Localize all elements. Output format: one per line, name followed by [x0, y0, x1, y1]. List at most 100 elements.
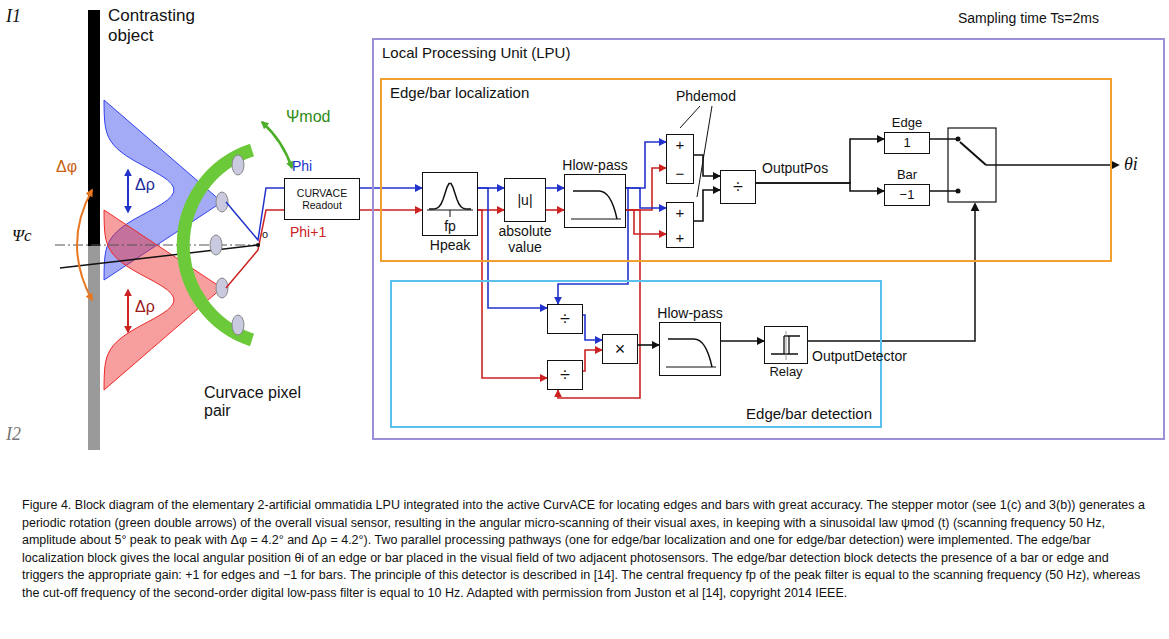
leader-line	[697, 106, 712, 197]
symbol-stroke	[786, 331, 787, 360]
peak-filter: Hpeakfp	[422, 172, 478, 236]
signal-connector	[756, 139, 884, 183]
angle-label: Δρ	[135, 298, 155, 316]
connector-path	[721, 340, 764, 342]
pixel-wire	[226, 210, 284, 288]
intensity-label: I1	[6, 6, 21, 27]
sensor-label: Curvace pixel pair	[204, 384, 314, 421]
processing-unit: Local Processing Unit (LPU) Edge/bar loca…	[372, 38, 1165, 440]
connector-path	[756, 183, 884, 191]
signal-name: Phi	[292, 158, 312, 174]
detector-wire	[804, 204, 975, 341]
block-label: Edge/bar detection	[746, 405, 872, 422]
signal-connector	[360, 188, 422, 210]
symbol-stroke	[429, 184, 471, 209]
dark-bar	[88, 10, 100, 246]
block-sublabel: Bar	[897, 168, 917, 183]
grey-bar	[88, 246, 100, 450]
connector-path	[626, 188, 666, 208]
lens	[232, 315, 244, 335]
symbol-stroke	[450, 210, 451, 217]
block-label: Local Processing Unit (LPU)	[382, 44, 570, 61]
center-label: o	[262, 228, 268, 241]
optical-axis	[55, 244, 258, 245]
scan-arrow	[262, 122, 292, 168]
connector-path	[756, 139, 884, 183]
switch-contact	[956, 189, 961, 194]
filter-symbol	[765, 327, 806, 362]
block-sublabel: absolute value	[494, 223, 556, 255]
signal-connector	[694, 155, 720, 176]
pixel-wire	[226, 188, 284, 240]
multiply-block: ×	[602, 334, 638, 364]
filter-symbol	[660, 323, 719, 374]
output-label: θi	[1124, 154, 1138, 175]
figure-caption: Figure 4. Block diagram of the elementar…	[22, 497, 1147, 602]
connector-path	[626, 210, 666, 234]
signal-name: Phi+1	[290, 224, 326, 240]
block-label: Relay	[769, 365, 802, 380]
leader-line	[680, 106, 700, 128]
signal-connector	[626, 188, 666, 234]
connector-path	[360, 209, 422, 211]
switch-lever	[960, 142, 986, 165]
block-sublabel: −	[667, 165, 693, 182]
symbol-stroke	[573, 191, 617, 219]
block-label: Hlow-pass	[562, 157, 627, 173]
symbol-stroke	[668, 339, 712, 367]
signal-name: Phdemod	[676, 88, 736, 104]
connector-path	[626, 142, 666, 188]
object-label: Contrasting object	[108, 6, 218, 45]
signal-connector	[478, 188, 504, 210]
edge-direction	[60, 245, 258, 268]
signal-connector	[721, 341, 764, 342]
difference-block: +−	[666, 134, 694, 184]
block-label: Edge/bar localization	[390, 84, 529, 101]
connector-path	[626, 168, 666, 210]
connector-path	[583, 315, 602, 340]
delta-phi-arc	[77, 190, 92, 300]
delta-rho-arrow	[127, 290, 129, 332]
block-label: |u|	[505, 192, 545, 208]
block-sublabel: +	[667, 229, 693, 246]
signal-connector	[626, 142, 666, 210]
block-label: ÷	[721, 177, 755, 198]
block-label: +	[667, 204, 693, 221]
optical-center	[256, 243, 260, 247]
abs-block: |u|absolute value	[504, 178, 546, 222]
connector-path	[638, 344, 659, 346]
sum-block: ++	[666, 202, 694, 248]
delta-rho-arrow	[127, 170, 129, 212]
signal-connector	[583, 315, 602, 340]
note: Sampling time Ts=2ms	[958, 10, 1099, 26]
block-sublabel: Edge	[892, 116, 922, 131]
output-wire	[986, 164, 1118, 166]
block-label: CURVACE Readout	[285, 187, 359, 211]
block-label: ÷	[548, 309, 582, 330]
block-label: ×	[603, 339, 637, 360]
signal-connector	[694, 190, 720, 221]
lowpass-filter: Hlow-pass	[659, 322, 721, 376]
connector-path	[546, 209, 564, 211]
divide-block: ÷	[720, 170, 756, 204]
connector-path	[694, 190, 720, 221]
angle-label: Δρ	[135, 176, 155, 194]
connector-path	[546, 187, 564, 189]
signal-connector	[583, 350, 602, 371]
block-label: ÷	[548, 365, 582, 386]
gain-block: 1Edge	[884, 132, 930, 154]
symbol-stroke	[771, 336, 800, 354]
relay-block: Relay	[764, 326, 808, 364]
signal-connector	[756, 183, 884, 191]
lens	[232, 155, 244, 175]
curvace-arc	[183, 150, 252, 340]
block-label: Hpeak	[430, 237, 470, 253]
symbol-stroke	[571, 219, 621, 220]
divide-block: ÷	[547, 360, 583, 390]
lowpass-filter: Hlow-pass	[564, 174, 626, 228]
connector-path	[694, 155, 720, 176]
connector-path	[583, 350, 602, 371]
block-label: Hlow-pass	[657, 305, 722, 321]
block-label: 1	[885, 136, 929, 151]
gain-block: −1Bar	[884, 184, 930, 206]
